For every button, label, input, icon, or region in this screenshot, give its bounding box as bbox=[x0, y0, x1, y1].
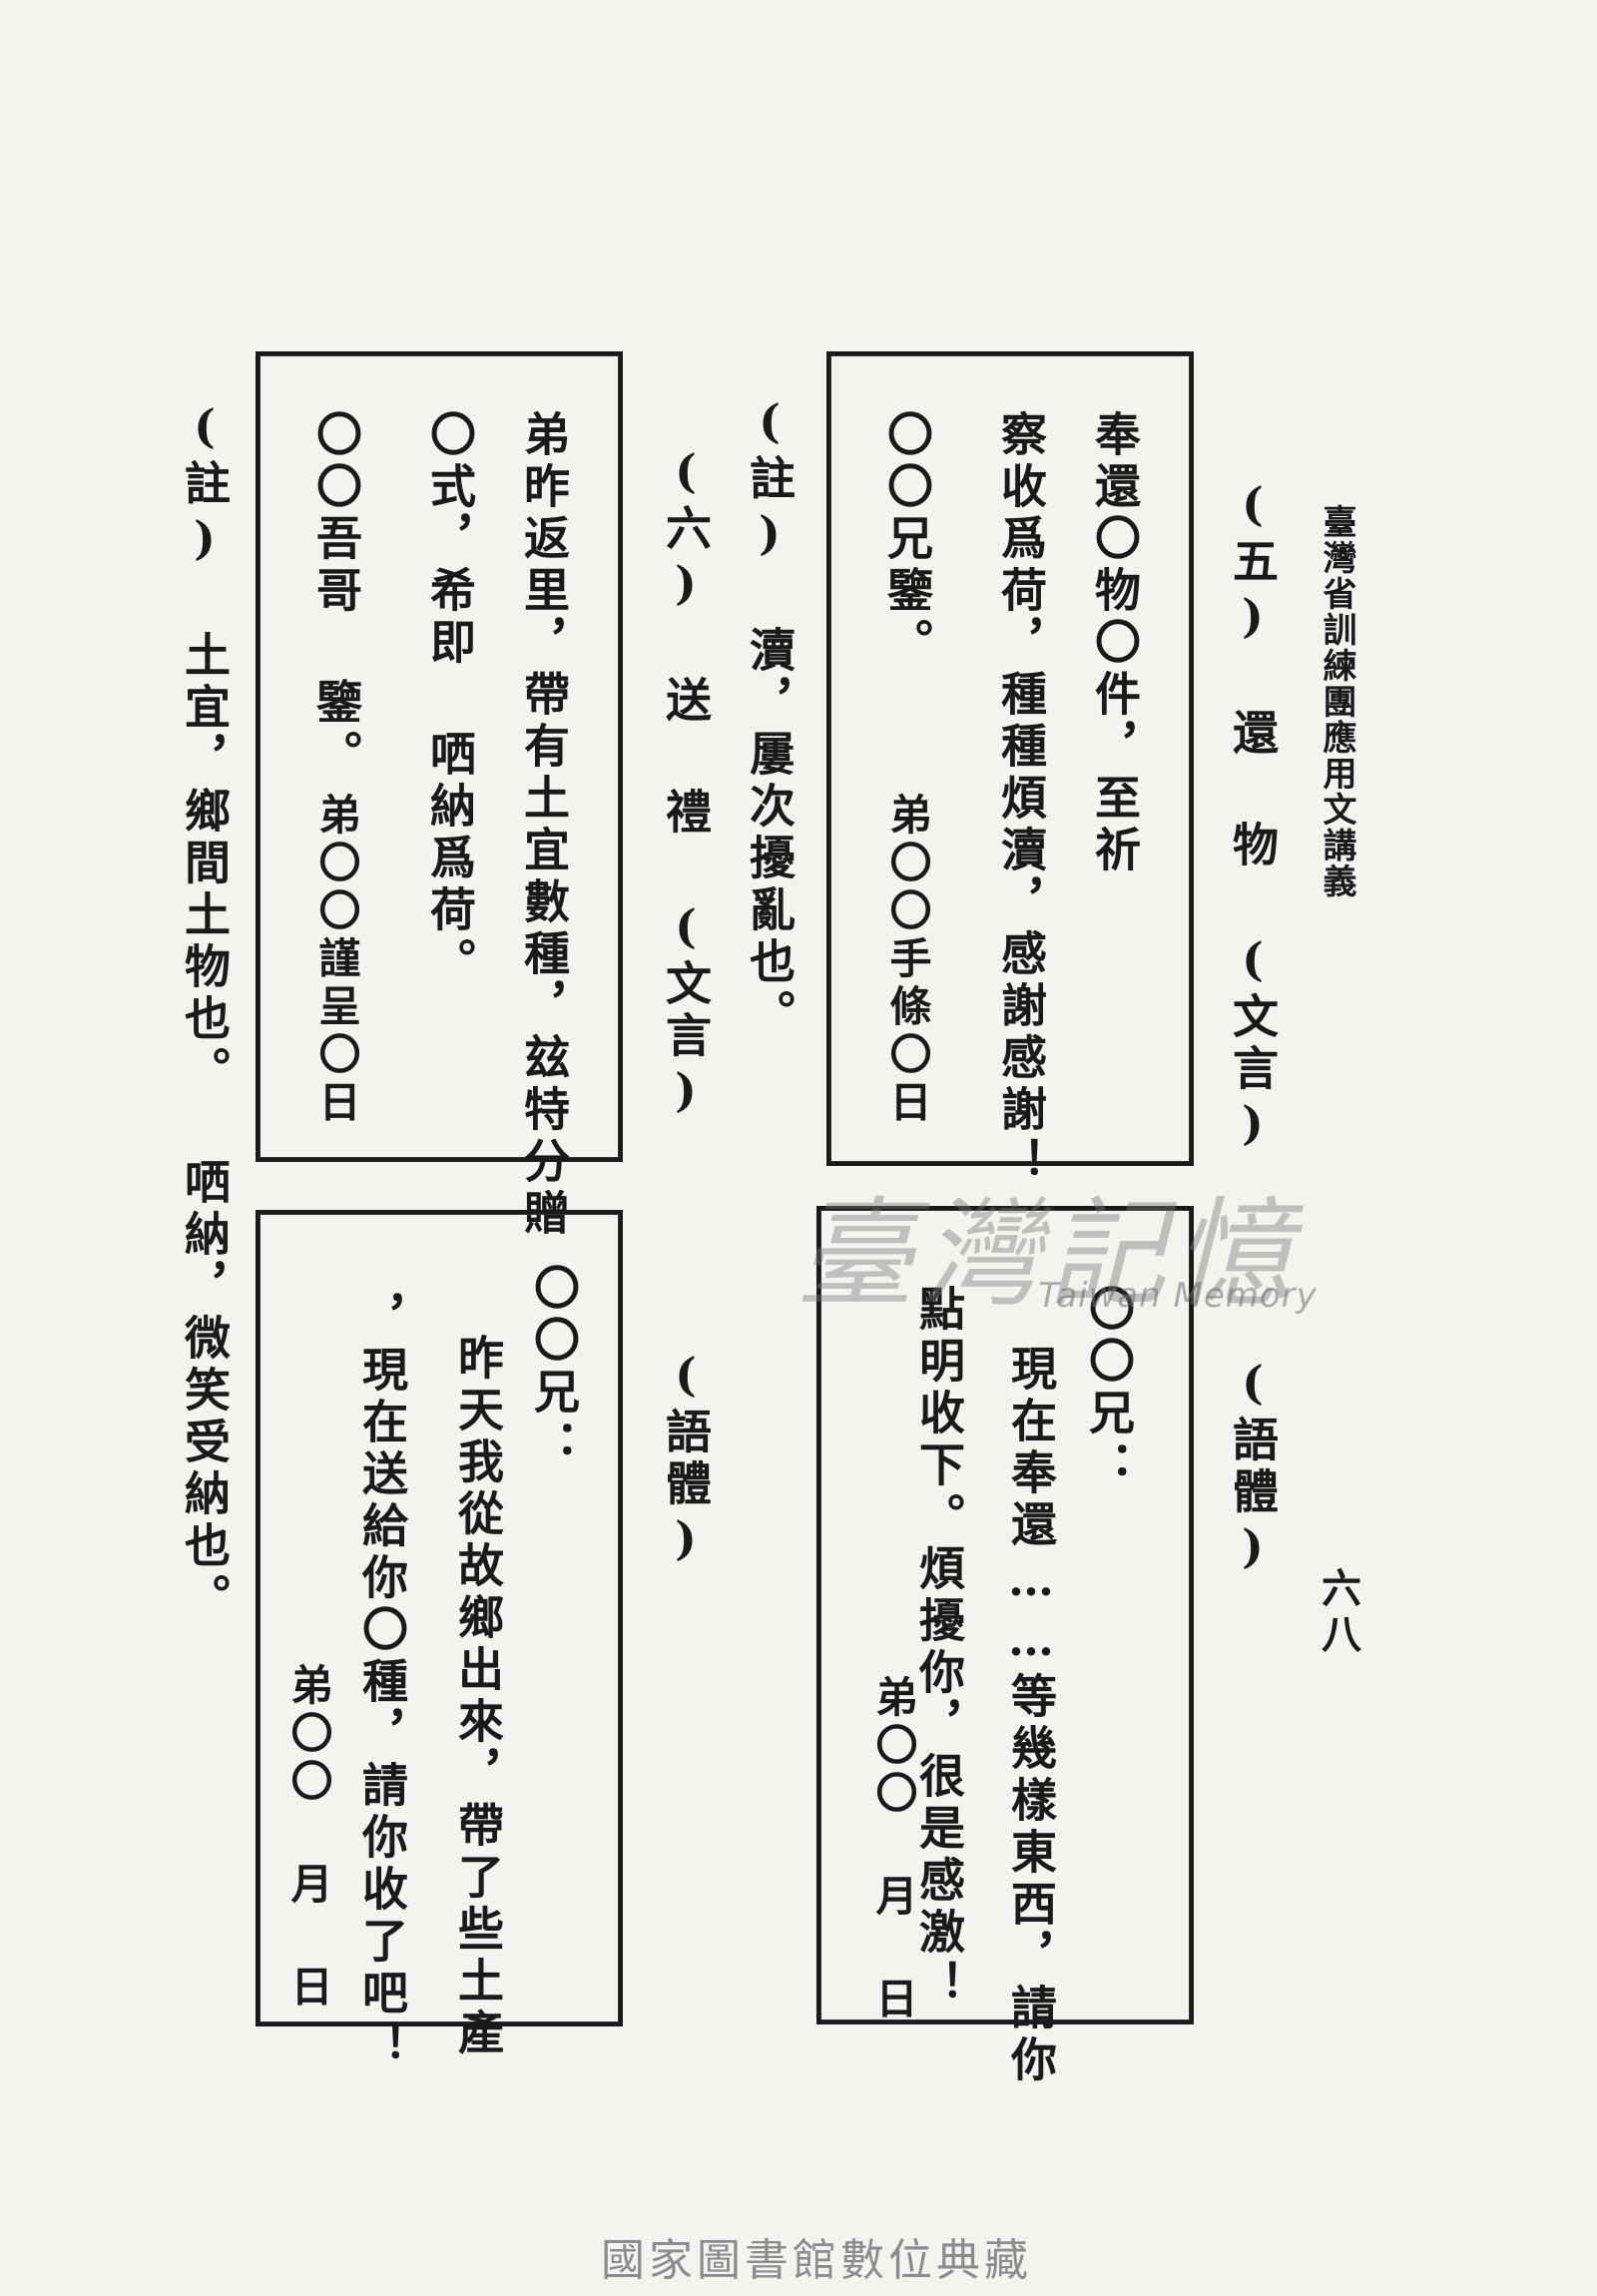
section5-vernacular-signature: 弟〇〇 月 日 bbox=[869, 1675, 918, 2024]
section5-classical-line-2: 察收爲荷，種種煩瀆，感謝感謝！ bbox=[994, 410, 1048, 1189]
section6-note: (註) 土宜，鄉間土物也。 哂納，微笑受納也。 bbox=[178, 399, 232, 1625]
section5-note: (註) 瀆，屢次擾亂也。 bbox=[743, 394, 797, 1041]
section5-classical-box: 奉還〇物〇件，至祈 察收爲荷，種種煩瀆，感謝感謝！ 〇〇兄鑒。 弟〇〇手條〇日 bbox=[826, 351, 1194, 1189]
section5-vernacular-box: 〇〇兄： 現在奉還……等幾樣東西，請你 點明收下。煩擾你，很是感激！ 弟〇〇 月… bbox=[816, 1206, 1194, 2087]
running-title: 臺灣省訓練團應用文講義 bbox=[1317, 504, 1356, 899]
section6-title: (六) 送 禮 (文言) bbox=[659, 444, 713, 1123]
section6-classical-line-3: 〇〇吾哥 鑒。 bbox=[309, 410, 363, 782]
page-number: 六八 bbox=[1315, 1567, 1361, 1659]
section5-title: (五) 還 物 (文言) bbox=[1226, 477, 1280, 1156]
section5-vernacular-line-1: 現在奉還……等幾樣東西，請你 bbox=[1004, 1345, 1058, 2087]
section6-classical-signature: 弟〇〇謹呈〇日 bbox=[312, 793, 361, 1128]
section6-classical-box: 弟昨返里，帶有土宜數種，玆特分贈 〇式，希即 哂納爲荷。 〇〇吾哥 鑒。 弟〇〇… bbox=[256, 351, 623, 1241]
section5-classical-line-3: 〇〇兄鑒。 bbox=[880, 410, 934, 670]
section5-vernacular-label: (語體) bbox=[1226, 1356, 1280, 1579]
section6-vernacular-label: (語體) bbox=[659, 1348, 713, 1571]
section6-vernacular-salutation: 〇〇兄： bbox=[527, 1264, 581, 1471]
section5-classical-signature: 弟〇〇手條〇日 bbox=[883, 793, 932, 1128]
section6-classical-line-2: 〇式，希即 哂納爲荷。 bbox=[423, 410, 477, 989]
section6-vernacular-line-2: ，現在送給你〇種，請你收了吧！ bbox=[355, 1294, 409, 2072]
section6-vernacular-signature: 弟〇〇 月 日 bbox=[284, 1663, 333, 2012]
section5-vernacular-salutation: 〇〇兄： bbox=[1082, 1285, 1136, 1492]
section6-vernacular-box: 〇〇兄： 昨天我從故鄉出來，帶了些土產 ，現在送給你〇種，請你收了吧！ 弟〇〇 … bbox=[256, 1210, 623, 2072]
section6-classical-line-1: 弟昨返里，帶有土宜數種，玆特分贈 bbox=[517, 410, 571, 1241]
section5-classical-line-1: 奉還〇物〇件，至祈 bbox=[1088, 410, 1142, 877]
watermark-logo-subtext: Taiwan Memory bbox=[1038, 1276, 1318, 1316]
footer-archive-label: 國家圖書館數位典藏 bbox=[601, 2235, 1032, 2286]
section5-vernacular-line-2: 點明收下。煩擾你，很是感激！ bbox=[912, 1285, 966, 2011]
section6-vernacular-line-1: 昨天我從故鄉出來，帶了些土產 bbox=[451, 1334, 505, 2060]
watermark-logo-text: 臺灣記憶 bbox=[797, 1185, 1301, 1323]
